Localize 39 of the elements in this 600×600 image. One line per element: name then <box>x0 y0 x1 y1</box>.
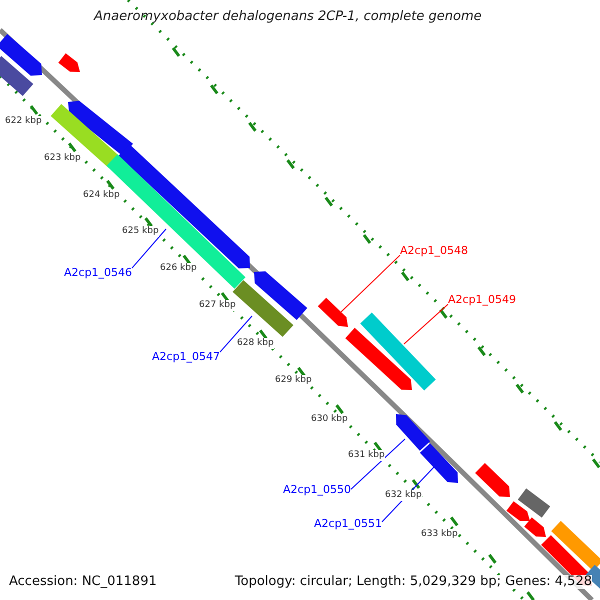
gene-label: A2cp1_0548 <box>400 244 468 258</box>
gene-feature <box>475 463 510 497</box>
gene-feature <box>0 34 42 76</box>
gene-feature <box>518 488 550 518</box>
gene-label: A2cp1_0551 <box>314 517 382 531</box>
leader-line <box>404 304 448 344</box>
leader-line <box>340 254 400 312</box>
gene-feature <box>551 520 600 572</box>
diagram-title: Anaeromyxobacter dehalogenans 2CP-1, complete genome <box>94 10 482 24</box>
gene-label: A2cp1_0549 <box>448 293 516 307</box>
gene-feature <box>318 298 348 327</box>
gene-feature <box>360 312 436 390</box>
gene-feature <box>254 271 308 320</box>
scale-label: 631 kbp <box>348 450 385 461</box>
leader-line <box>132 228 166 269</box>
gene-feature <box>0 56 34 96</box>
leader-line <box>350 438 406 490</box>
genome-summary: Topology: circular; Length: 5,029,329 bp; Genes: 4,528 <box>234 575 592 589</box>
leader-line <box>220 316 252 353</box>
gene-label: A2cp1_0547 <box>152 350 220 364</box>
scale-label: 624 kbp <box>83 190 120 201</box>
scale-label: 623 kbp <box>44 153 81 164</box>
gene-feature <box>506 501 530 521</box>
scale-label: 630 kbp <box>311 414 348 425</box>
scale-label: 622 kbp <box>5 116 42 127</box>
scale-label: 632 kbp <box>385 490 422 501</box>
gene-label: A2cp1_0546 <box>64 266 132 280</box>
scale-label: 628 kbp <box>237 338 274 349</box>
scale-label: 633 kbp <box>421 529 458 540</box>
accession-note: Accession: NC_011891 <box>9 575 157 589</box>
gene-feature <box>58 53 80 72</box>
scale-label: 626 kbp <box>160 263 197 274</box>
scale-label: 625 kbp <box>122 226 159 237</box>
gene-feature <box>420 443 458 483</box>
gene-feature <box>396 414 430 451</box>
gene-label: A2cp1_0550 <box>283 483 352 497</box>
scale-label: 629 kbp <box>275 375 312 386</box>
gene-feature <box>345 328 412 390</box>
scale-label: 627 kbp <box>199 300 236 311</box>
